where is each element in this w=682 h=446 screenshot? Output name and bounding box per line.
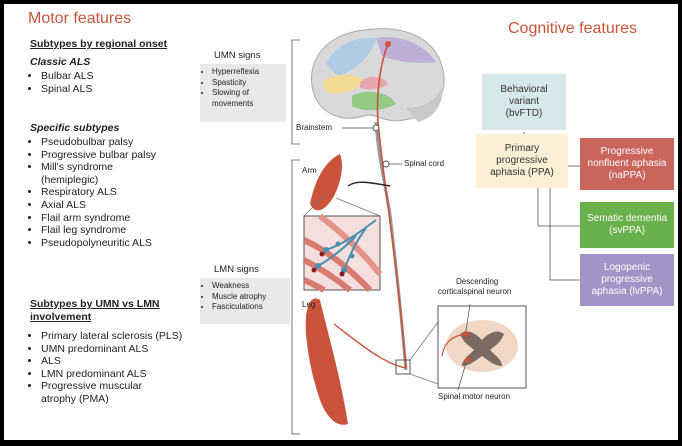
- neuromuscular-inset: [304, 216, 380, 290]
- box-line: aphasia (PPA): [490, 167, 554, 178]
- descending-label-line2: corticalspinal neuron: [438, 287, 511, 296]
- spinal-cord-marker: [383, 161, 389, 167]
- brainstem-label: Brainstem: [296, 123, 332, 132]
- box-line: Primary: [505, 143, 539, 154]
- ppa-svppa-connector: [538, 188, 580, 226]
- box-line: nonfluent aphasia: [588, 158, 667, 169]
- upper-neuron-body: [385, 41, 391, 47]
- arm-label: Arm: [302, 166, 317, 175]
- box-line: (bvFTD): [506, 108, 543, 119]
- leg-label: Leg: [302, 300, 315, 309]
- box-line: (svPPA): [609, 225, 645, 236]
- box-line: progressive: [496, 155, 548, 166]
- box-line: Progressive: [601, 146, 654, 157]
- box-line: aphasia (lvPPA): [592, 286, 663, 297]
- box-line: variant: [509, 96, 539, 107]
- zoom-line-top: [410, 322, 438, 360]
- figure-panel: Motor features Subtypes by regional onse…: [4, 4, 678, 440]
- lmn-bracket: [292, 160, 300, 434]
- cognitive-features-title: Cognitive features: [508, 20, 637, 38]
- brainstem-marker: [373, 125, 379, 131]
- spinal-cord-label: Spinal cord: [404, 159, 444, 168]
- svppa-box: Sematic dementia(svPPA): [580, 202, 674, 248]
- ppa-lvppa-connector: [550, 188, 580, 280]
- box-line: progressive: [601, 274, 653, 285]
- inset-leader-2: [336, 198, 380, 216]
- anatomy-illustration: [4, 4, 678, 440]
- box-line: Behavioral: [500, 84, 547, 95]
- box-line: (naPPA): [608, 170, 645, 181]
- leg-muscle: [306, 298, 348, 424]
- arm-muscle: [310, 154, 342, 210]
- box-line: Logopenic: [604, 262, 650, 273]
- descending-label: Descending: [456, 277, 498, 286]
- motor-neuron-path-leg: [334, 324, 406, 368]
- spinal-motor-neuron-label: Spinal motor neuron: [438, 392, 510, 401]
- zoom-line-bottom: [410, 374, 438, 384]
- motor-neuron-marker: [465, 357, 471, 363]
- box-line: Sematic dementia: [587, 213, 667, 224]
